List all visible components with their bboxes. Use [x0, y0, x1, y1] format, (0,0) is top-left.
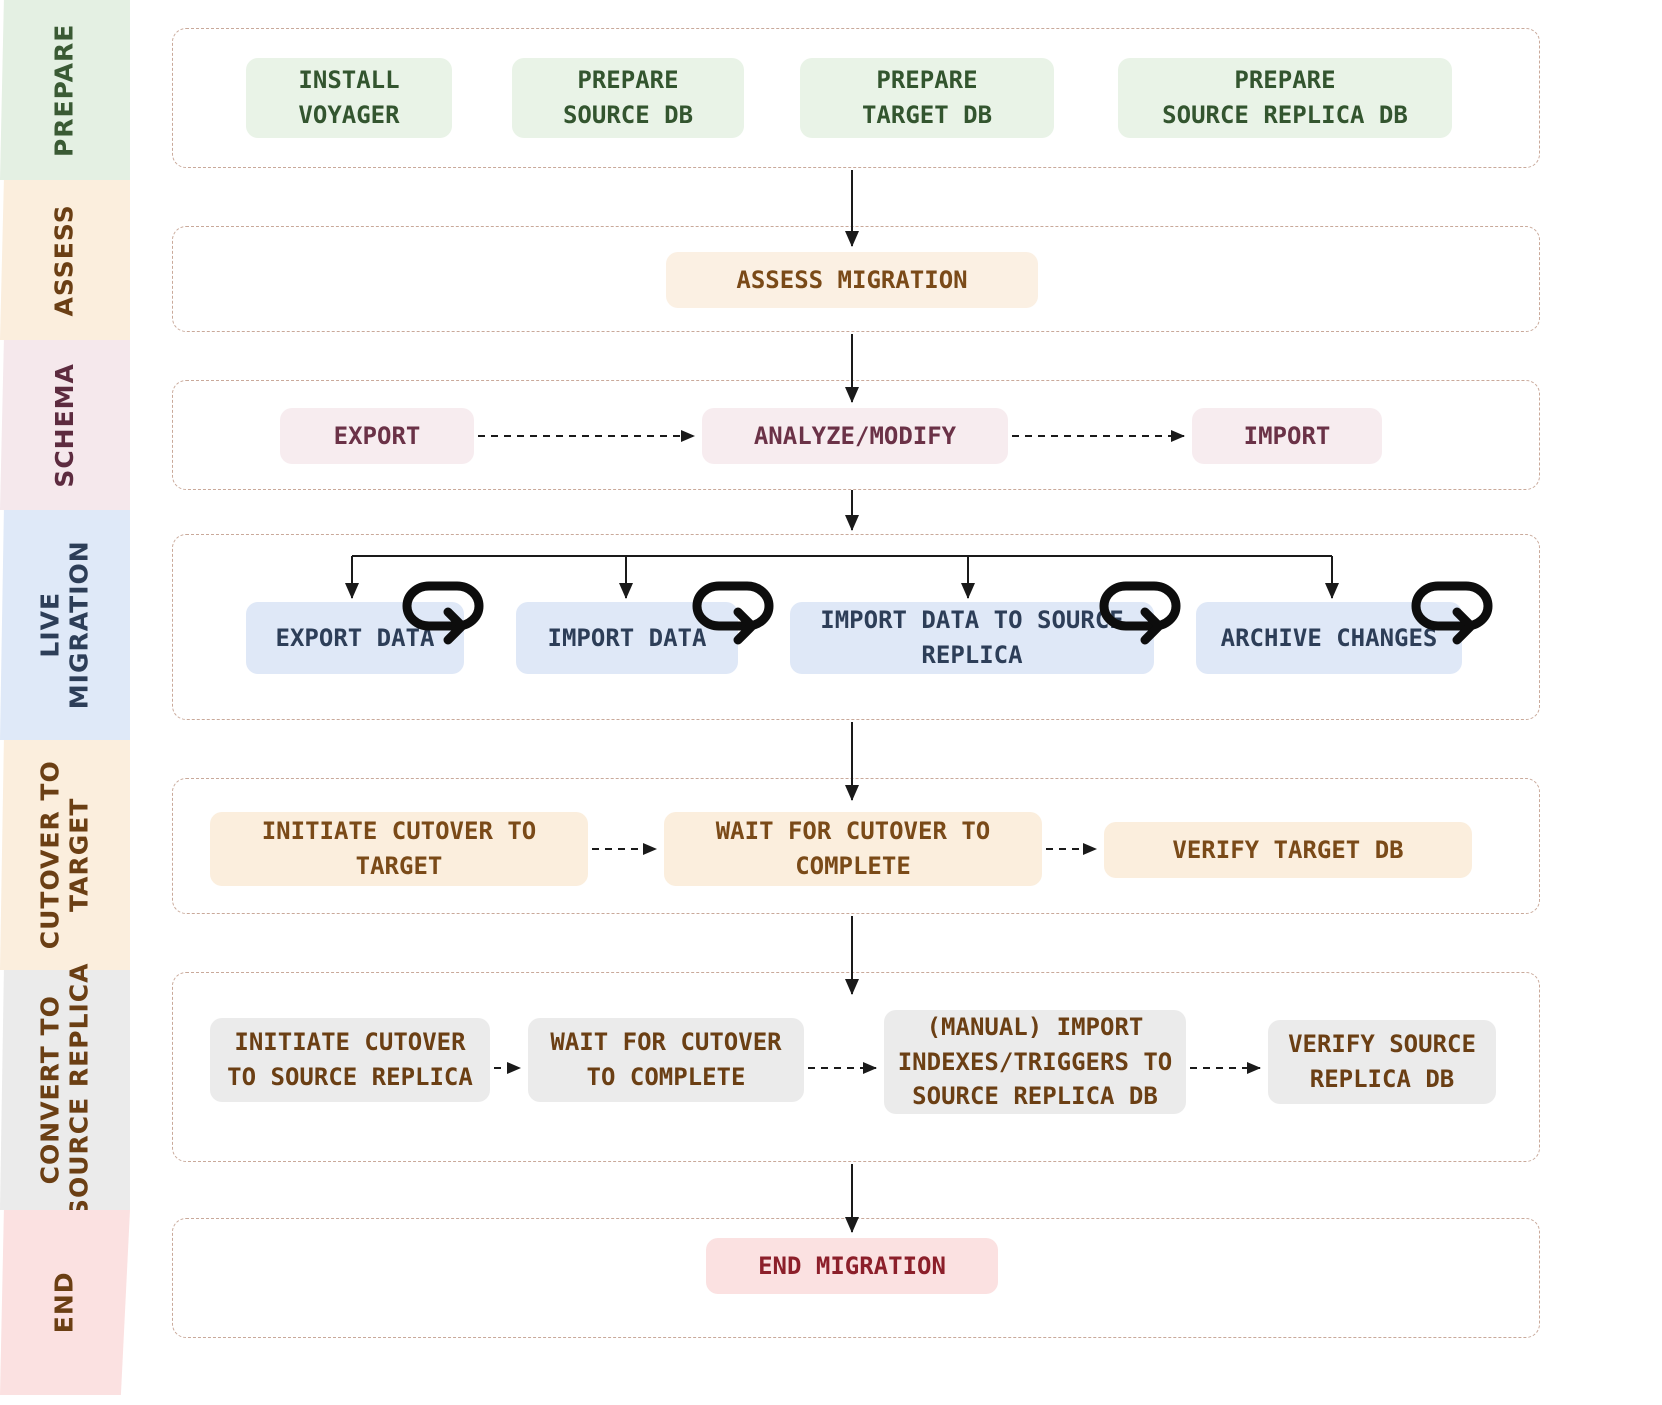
- node-wait-for-cutover-to-complete[interactable]: WAIT FOR CUTOVER TO COMPLETE: [664, 812, 1042, 886]
- panel-convert-to-source-replica: [172, 972, 1540, 1162]
- stage-band-end-fill: [0, 1210, 130, 1395]
- node-schema-export[interactable]: EXPORT: [280, 408, 474, 464]
- node-export-data[interactable]: EXPORT DATA: [246, 602, 464, 674]
- stage-band-prepare: PREPARE: [0, 0, 130, 180]
- stage-band-prepare-fill: [0, 0, 130, 180]
- stage-label-live-migration: LIVE MIGRATION: [35, 540, 94, 710]
- stage-band-schema-fill: [0, 340, 130, 510]
- stage-label-cutover-to-target: CUTOVER TO TARGET: [35, 760, 93, 950]
- stage-label-convert-to-source-replica: CONVERT TO SOURCE REPLICA: [35, 962, 94, 1218]
- stage-band-assess: ASSESS: [0, 180, 130, 340]
- node-initiate-cutover-to-target[interactable]: INITIATE CUTOVER TO TARGET: [210, 812, 588, 886]
- stage-band-convert-fill: [0, 970, 130, 1210]
- stage-label-schema: SCHEMA: [49, 362, 79, 488]
- stage-label-end: END: [49, 1271, 79, 1334]
- node-manual-import-indexes-triggers[interactable]: (MANUAL) IMPORT INDEXES/TRIGGERS TO SOUR…: [884, 1010, 1186, 1114]
- stage-band-cutover-to-target-fill: [0, 740, 130, 970]
- node-end-migration[interactable]: END MIGRATION: [706, 1238, 998, 1294]
- node-assess-migration[interactable]: ASSESS MIGRATION: [666, 252, 1038, 308]
- node-wait-for-cutover-to-complete-replica[interactable]: WAIT FOR CUTOVER TO COMPLETE: [528, 1018, 804, 1102]
- node-import-data-to-source-replica[interactable]: IMPORT DATA TO SOURCE REPLICA: [790, 602, 1154, 674]
- stage-band-live-migration: LIVE MIGRATION: [0, 510, 130, 740]
- stage-band-convert-to-source-replica: CONVERT TO SOURCE REPLICA: [0, 963, 130, 1217]
- stage-band-live-migration-fill: [0, 510, 130, 740]
- panel-live-migration: [172, 534, 1540, 720]
- node-archive-changes[interactable]: ARCHIVE CHANGES: [1196, 602, 1462, 674]
- node-import-data[interactable]: IMPORT DATA: [516, 602, 738, 674]
- panel-cutover-to-target: [172, 778, 1540, 914]
- panel-assess: [172, 226, 1540, 332]
- node-prepare-target-db[interactable]: PREPARE TARGET DB: [800, 58, 1054, 138]
- panel-schema: [172, 380, 1540, 490]
- node-prepare-source-replica-db[interactable]: PREPARE SOURCE REPLICA DB: [1118, 58, 1452, 138]
- node-verify-source-replica-db[interactable]: VERIFY SOURCE REPLICA DB: [1268, 1020, 1496, 1104]
- panel-prepare: [172, 28, 1540, 168]
- node-initiate-cutover-to-source-replica[interactable]: INITIATE CUTOVER TO SOURCE REPLICA: [210, 1018, 490, 1102]
- stage-band-end: END: [0, 1210, 130, 1395]
- stage-band-assess-fill: [0, 180, 130, 340]
- stage-label-prepare: PREPARE: [49, 23, 79, 157]
- node-schema-analyze-modify[interactable]: ANALYZE/MODIFY: [702, 408, 1008, 464]
- stage-band-schema: SCHEMA: [0, 340, 130, 510]
- node-verify-target-db[interactable]: VERIFY TARGET DB: [1104, 822, 1472, 878]
- node-schema-import[interactable]: IMPORT: [1192, 408, 1382, 464]
- node-install-voyager[interactable]: INSTALL VOYAGER: [246, 58, 452, 138]
- stage-label-assess: ASSESS: [49, 203, 79, 317]
- node-prepare-source-db[interactable]: PREPARE SOURCE DB: [512, 58, 744, 138]
- stage-ribbon: PREPARE ASSESS SCHEMA LIVE MIGRATION CUT…: [0, 0, 130, 1405]
- stage-band-cutover-to-target: CUTOVER TO TARGET: [0, 740, 130, 970]
